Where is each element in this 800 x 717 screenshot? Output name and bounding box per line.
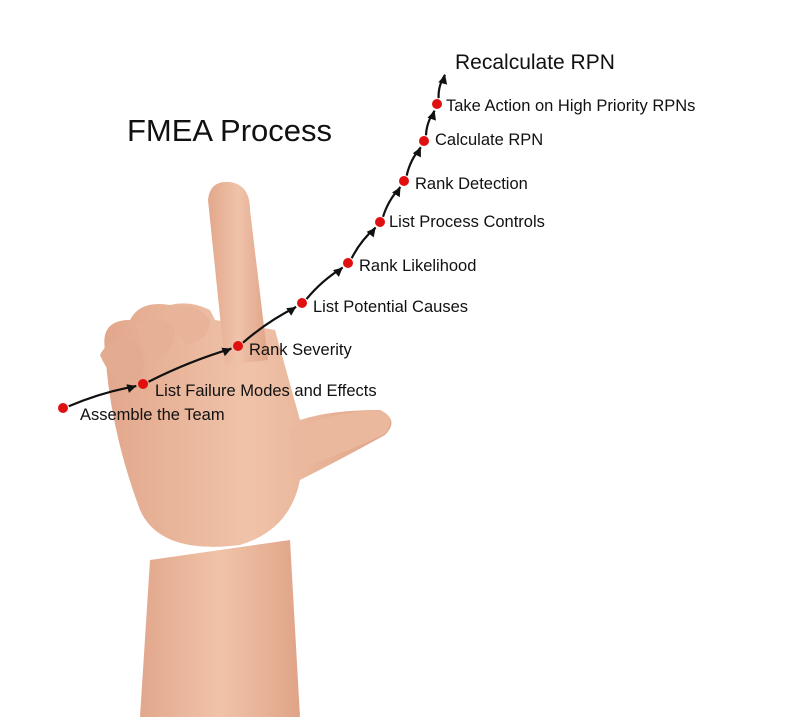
step-label: List Process Controls [389,213,545,231]
step-label: Rank Likelihood [359,257,477,275]
step-dot [343,258,353,268]
step-dot [58,403,68,413]
step-dot [419,136,429,146]
arrowhead-icon [438,74,448,85]
step-label: Calculate RPN [435,131,544,149]
arrowhead-icon [332,267,343,277]
step-dot [138,379,148,389]
step-label: List Potential Causes [313,298,469,316]
step-label: Rank Severity [249,341,352,359]
arrowhead-icon [286,306,297,316]
arrowhead-icon [366,227,376,238]
diagram-title: FMEA Process [127,113,332,148]
arrowhead-icon [126,384,137,393]
arrowhead-icon [427,110,436,121]
process-dots [58,99,442,413]
process-arrows [68,74,448,408]
step-label: Assemble the Team [80,406,225,424]
arrowhead-icon [392,187,401,198]
step-dot [233,341,243,351]
step-dot [375,217,385,227]
step-dot [297,298,307,308]
step-dot [432,99,442,109]
hand [100,181,392,717]
arrowhead-icon [221,347,232,357]
step-label: Take Action on High Priority RPNs [446,97,696,115]
step-label: List Failure Modes and Effects [155,382,377,400]
arrowhead-icon [412,147,421,158]
step-label: Recalculate RPN [455,51,615,74]
step-dot [399,176,409,186]
step-label: Rank Detection [415,175,528,193]
